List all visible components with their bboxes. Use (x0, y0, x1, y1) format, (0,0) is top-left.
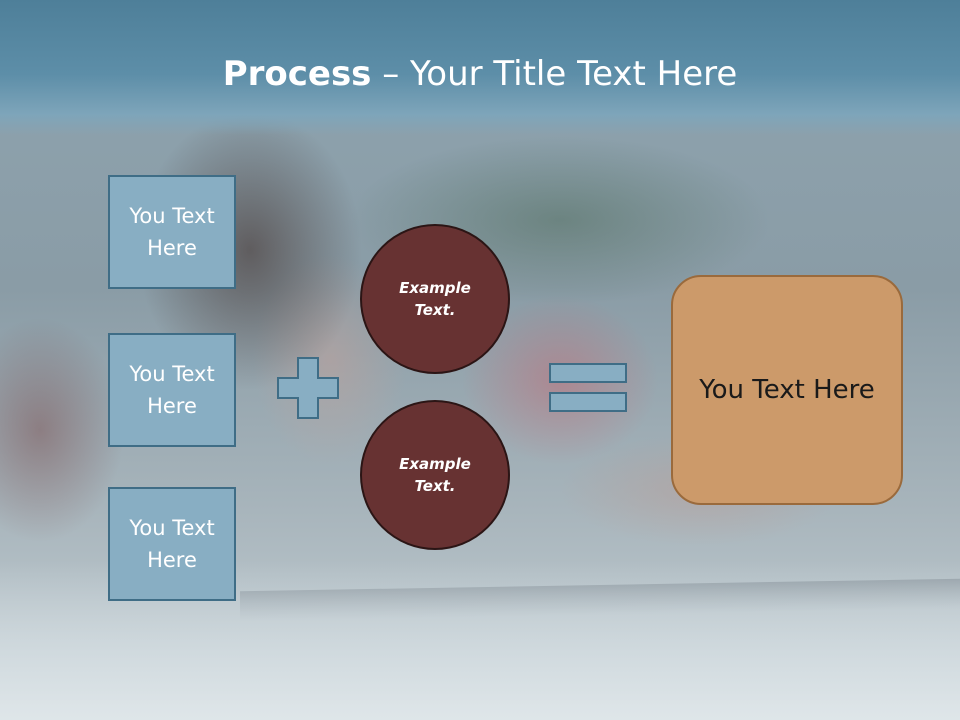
equals-icon-bottom-bar (549, 392, 627, 412)
result-box-label: You Text Here (699, 375, 875, 405)
title-rest: – Your Title Text Here (371, 54, 738, 94)
example-circle-2-label: Example Text. (399, 455, 471, 495)
example-circle-1: Example Text. (360, 224, 510, 374)
text-box-3: You Text Here (108, 487, 236, 601)
example-circle-1-label: Example Text. (399, 279, 471, 319)
plus-icon (277, 357, 339, 419)
text-box-2: You Text Here (108, 333, 236, 447)
example-circle-2: Example Text. (360, 400, 510, 550)
text-box-1-label: You Text Here (129, 204, 215, 260)
equals-icon-top-bar (549, 363, 627, 383)
text-box-1: You Text Here (108, 175, 236, 289)
slide-title: Process – Your Title Text Here (0, 52, 960, 96)
title-bold: Process (222, 54, 372, 94)
result-box: You Text Here (671, 275, 903, 505)
title-band (0, 0, 960, 135)
text-box-3-label: You Text Here (129, 516, 215, 572)
text-box-2-label: You Text Here (129, 362, 215, 418)
